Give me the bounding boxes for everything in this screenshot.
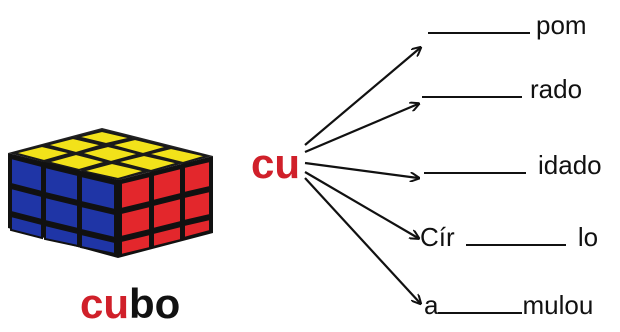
word-item-5: a mulou bbox=[424, 290, 593, 320]
item-suffix: lo bbox=[577, 222, 599, 252]
arrow-4 bbox=[304, 171, 418, 238]
arrow-3 bbox=[304, 161, 418, 178]
syllable-label: cu bbox=[251, 140, 301, 187]
item-prefix: Cír bbox=[420, 222, 462, 252]
blank-line[interactable] bbox=[422, 74, 522, 98]
item-suffix: pom bbox=[536, 10, 587, 40]
item-prefix: a bbox=[424, 290, 439, 320]
item-suffix: idado bbox=[538, 150, 602, 180]
picture-word: cubo bbox=[80, 280, 180, 328]
rubiks-cube-image bbox=[8, 128, 213, 258]
item-suffix: mulou bbox=[522, 290, 594, 320]
word-item-3: idado bbox=[424, 150, 602, 180]
picture-word-rest: bo bbox=[129, 280, 181, 327]
arrow-5 bbox=[304, 177, 420, 303]
blank-line[interactable] bbox=[438, 290, 523, 314]
item-suffix: rado bbox=[530, 74, 583, 104]
word-item-4: Cír lo bbox=[420, 222, 598, 252]
blank-line[interactable] bbox=[428, 10, 530, 34]
blank-line[interactable] bbox=[424, 150, 526, 174]
arrow-1 bbox=[304, 48, 420, 146]
arrow-2 bbox=[304, 104, 418, 154]
word-item-1: pom bbox=[428, 10, 587, 40]
blank-line[interactable] bbox=[465, 222, 566, 246]
picture-word-highlight: cu bbox=[80, 280, 130, 327]
word-item-2: rado bbox=[422, 74, 582, 104]
